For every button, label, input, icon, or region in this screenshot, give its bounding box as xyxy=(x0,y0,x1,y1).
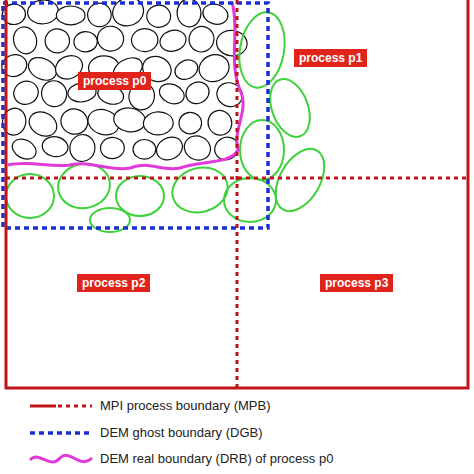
legend-text: DEM ghost boundary (DGB) xyxy=(100,425,263,441)
process-label: process p0 xyxy=(78,72,151,90)
process-name: process p0 xyxy=(83,74,146,88)
real-boundary xyxy=(8,2,243,169)
process-name: process p1 xyxy=(299,51,362,65)
process-boundary-horizontal xyxy=(6,177,468,180)
process-name: process p3 xyxy=(325,276,388,290)
process-label: process p1 xyxy=(294,49,367,67)
ghost-particles xyxy=(6,9,334,232)
process-label: process p3 xyxy=(320,274,393,292)
legend-line-dgb xyxy=(30,431,92,435)
legend-line-mpb xyxy=(30,406,92,407)
process-boundary-vertical xyxy=(236,0,239,388)
process-name: process p2 xyxy=(82,276,145,290)
legend-text: MPI process boundary (MPB) xyxy=(100,398,271,414)
process-label: process p2 xyxy=(77,274,150,292)
legend-text: DEM real boundary (DRB) of process p0 xyxy=(100,451,333,467)
process-outer-boundary xyxy=(6,0,468,388)
particle-ellipses xyxy=(0,0,249,164)
legend-line-drb xyxy=(30,455,92,462)
ghost-boundary xyxy=(3,3,268,228)
